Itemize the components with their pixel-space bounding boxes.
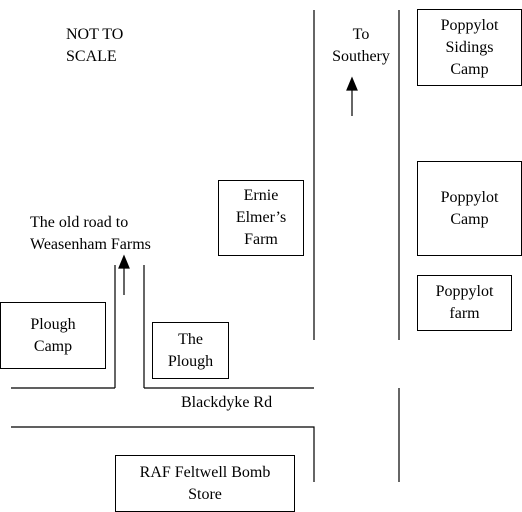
ernie-elmers-farm-box: Ernie Elmer’s Farm: [218, 180, 304, 256]
arrow-southery-head: [346, 76, 358, 91]
poppylot-camp-box: Poppylot Camp: [417, 161, 522, 256]
blackdyke-south-edge: [11, 426, 315, 482]
to-southery-label: To Southery: [332, 26, 390, 65]
old-road-label: The old road to Weasenham Farms: [30, 214, 151, 253]
not-to-scale-note: NOT TO SCALE: [66, 26, 124, 65]
plough-camp-box: Plough Camp: [0, 302, 106, 369]
raf-feltwell-bomb-store-box: RAF Feltwell Bomb Store: [115, 455, 295, 512]
poppylot-farm-box: Poppylot farm: [417, 275, 512, 331]
blackdyke-road-label: Blackdyke Rd: [181, 394, 273, 411]
arrow-oldroad-head: [118, 254, 130, 269]
the-plough-box: The Plough: [152, 322, 229, 379]
poppylot-sidings-camp-box: Poppylot Sidings Camp: [417, 9, 522, 86]
